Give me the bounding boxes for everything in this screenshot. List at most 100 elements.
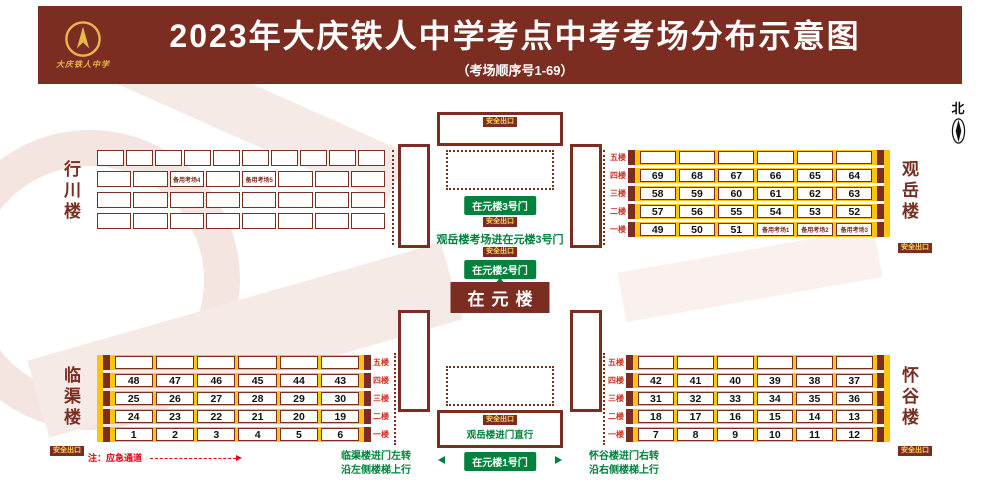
room-cell: 9: [716, 428, 754, 441]
safety-exit-label: 安全出口: [483, 415, 517, 426]
safety-exit-label: 安全出口: [483, 117, 517, 128]
room-cell: [278, 192, 313, 208]
zaiyuan-north-right-wing: [570, 144, 602, 248]
safety-exit-label: 安全出口: [50, 446, 84, 457]
room-cell: 8: [677, 428, 714, 441]
room-cell: [716, 356, 754, 369]
room-cell: [718, 151, 755, 164]
room-cell: 45: [238, 374, 277, 387]
left-arrow-icon: [438, 456, 445, 464]
floor-label: 四楼: [608, 376, 624, 385]
room-band: [628, 150, 884, 165]
floor-label: 二楼: [373, 412, 389, 421]
room-cell: 33: [716, 392, 754, 405]
room-cell: 7: [637, 428, 675, 441]
building-label-zaiyuan: 在元楼: [450, 282, 550, 313]
room-cell: [242, 150, 269, 166]
linqu-route-line2: 沿左侧楼梯上行: [341, 464, 411, 476]
gate3-route-note: 观岳楼考场进在元楼3号门: [436, 234, 564, 246]
room-cell: 3: [197, 428, 236, 441]
room-cell: 备用考场2: [796, 223, 834, 236]
floor-label: 三楼: [608, 394, 624, 403]
floor-label: 二楼: [608, 412, 624, 421]
room-cell: [796, 151, 834, 164]
room-cell: 44: [279, 374, 319, 387]
room-cell: 61: [757, 187, 794, 200]
safety-exit-label: 安全出口: [898, 446, 932, 457]
huaigu-route-note: 怀谷楼进门右转 沿右侧楼梯上行: [568, 450, 680, 477]
room-cell: [155, 356, 195, 369]
header-banner: 大庆铁人中学 2023年大庆铁人中学考点中考考场分布示意图 （考场顺序号1-69…: [38, 6, 962, 84]
room-cell: [300, 150, 327, 166]
room-cell: [329, 150, 356, 166]
room-cell: 40: [716, 374, 754, 387]
floor-row: 五楼: [103, 355, 391, 370]
room-cell: 22: [197, 410, 236, 423]
room-cell: [205, 192, 240, 208]
floor-label: 三楼: [610, 189, 626, 198]
dotted-corridor-line: [394, 353, 396, 445]
room-cell: 53: [796, 205, 834, 218]
room-cell: [97, 171, 132, 187]
floor-row: 五楼: [606, 355, 884, 370]
room-cell: 20: [279, 410, 319, 423]
room-cell: 62: [796, 187, 834, 200]
room-cell: 25: [114, 392, 153, 405]
room-cell: [836, 151, 873, 164]
room-cell: [350, 192, 385, 208]
room-cell: 27: [197, 392, 236, 405]
room-cell: 6: [321, 428, 360, 441]
corridor-bar: [97, 355, 103, 442]
room-cell: [350, 171, 385, 187]
school-logo: 大庆铁人中学: [48, 12, 118, 78]
room-cell: [278, 171, 313, 187]
room-band: [103, 355, 371, 370]
room-cell: 69: [639, 169, 676, 182]
room-cell: [678, 151, 716, 164]
room-cell: 58: [639, 187, 676, 200]
dotted-corridor-line: [603, 150, 605, 245]
room-cell: 29: [279, 392, 319, 405]
room-cell: 23: [155, 410, 195, 423]
room-cell: [169, 192, 204, 208]
room-cell: [279, 356, 319, 369]
page-title: 2023年大庆铁人中学考点中考考场分布示意图: [169, 18, 861, 54]
room-cell: 51: [718, 223, 755, 236]
gate3-label: 在元楼3号门: [464, 196, 536, 215]
safety-exit-label: 安全出口: [483, 247, 517, 258]
room-cell: [126, 150, 153, 166]
room-cell: 35: [796, 392, 833, 405]
compass-needle-icon: [951, 118, 965, 144]
floor-label: 四楼: [610, 171, 626, 180]
compass-north: 北: [942, 98, 974, 150]
room-cell: 15: [756, 410, 794, 423]
zaiyuan-south-right-wing: [570, 310, 602, 412]
dotted-corridor-line: [603, 353, 605, 445]
floor-row: 五楼: [608, 150, 884, 165]
room-cell: [677, 356, 714, 369]
room-cell: [314, 192, 349, 208]
room-cell: 67: [718, 169, 755, 182]
room-cell: [213, 150, 240, 166]
room-cell: 48: [114, 374, 153, 387]
room-cell: [205, 213, 240, 229]
room-cell: [321, 356, 360, 369]
room-cell: 55: [718, 205, 755, 218]
room-cell: 2: [155, 428, 195, 441]
room-cell: [835, 356, 873, 369]
